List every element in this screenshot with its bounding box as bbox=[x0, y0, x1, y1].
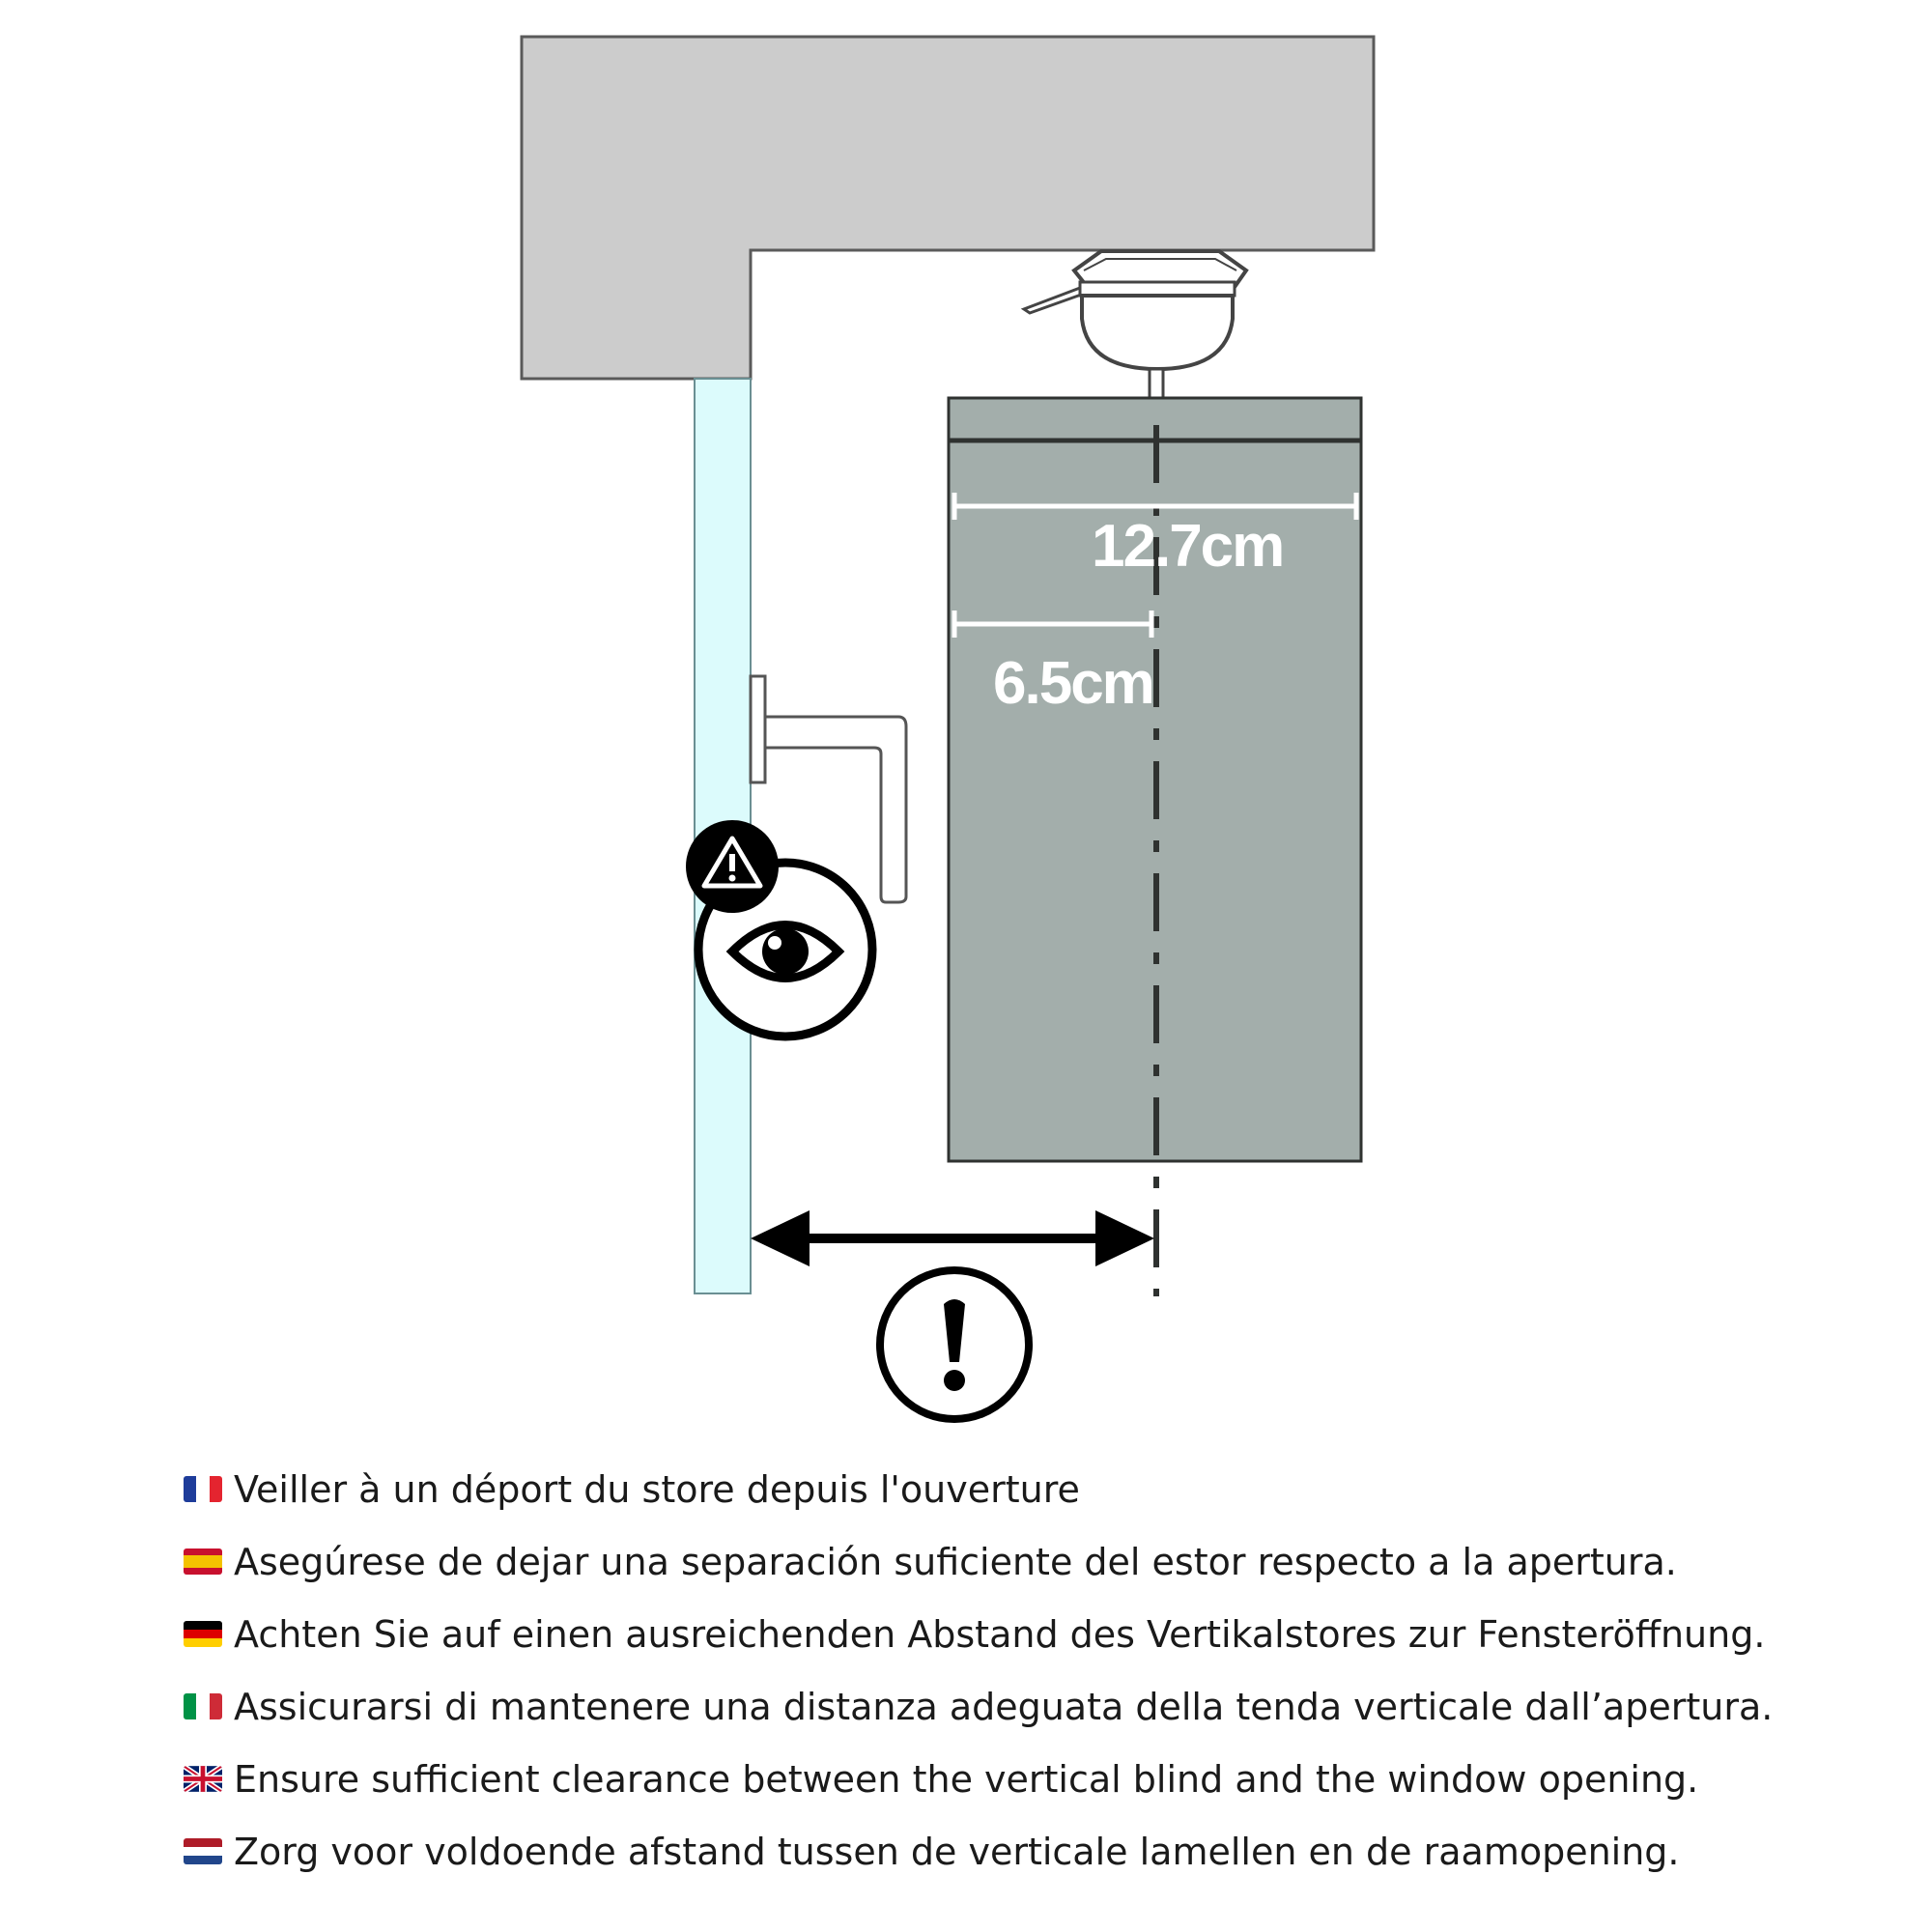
flag-de-icon bbox=[184, 1621, 222, 1647]
caption-text: Asegúrese de dejar una separación sufici… bbox=[234, 1540, 1677, 1583]
caption-en: Ensure sufficient clearance between the … bbox=[184, 1743, 1922, 1815]
flag-it-icon bbox=[184, 1693, 222, 1719]
caption-fr: Veiller à un déport du store depuis l'ou… bbox=[184, 1453, 1922, 1525]
dimension-large-label: 12.7cm bbox=[1092, 513, 1283, 580]
flag-uk-icon bbox=[184, 1766, 222, 1792]
caption-de: Achten Sie auf einen ausreichenden Absta… bbox=[184, 1598, 1922, 1670]
caption-text: Veiller à un déport du store depuis l'ou… bbox=[234, 1467, 1080, 1511]
flag-nl-icon bbox=[184, 1838, 222, 1864]
dimension-small-label: 6.5cm bbox=[993, 650, 1153, 717]
caption-text: Assicurarsi di mantenere una distanza ad… bbox=[234, 1685, 1774, 1728]
caption-text: Zorg voor voldoende afstand tussen de ve… bbox=[234, 1830, 1680, 1873]
flag-es-icon bbox=[184, 1548, 222, 1575]
dimension-large bbox=[952, 493, 1359, 520]
flag-fr-icon bbox=[184, 1476, 222, 1502]
caption-nl: Zorg voor voldoende afstand tussen de ve… bbox=[184, 1815, 1922, 1888]
dimension-small bbox=[952, 611, 1154, 638]
mounting-bracket bbox=[1020, 249, 1249, 417]
caption-it: Assicurarsi di mantenere una distanza ad… bbox=[184, 1670, 1922, 1743]
window-handle bbox=[749, 674, 908, 904]
double-arrow-icon bbox=[751, 1210, 1154, 1266]
caption-text: Ensure sufficient clearance between the … bbox=[234, 1757, 1699, 1801]
wall-lintel bbox=[520, 35, 1376, 381]
caption-text: Achten Sie auf einen ausreichenden Absta… bbox=[234, 1612, 1766, 1656]
warning-triangle-icon bbox=[686, 820, 779, 913]
caption-list: Veiller à un déport du store depuis l'ou… bbox=[184, 1453, 1922, 1888]
exclamation-icon bbox=[876, 1266, 1033, 1423]
caption-es: Asegúrese de dejar una separación sufici… bbox=[184, 1525, 1922, 1598]
